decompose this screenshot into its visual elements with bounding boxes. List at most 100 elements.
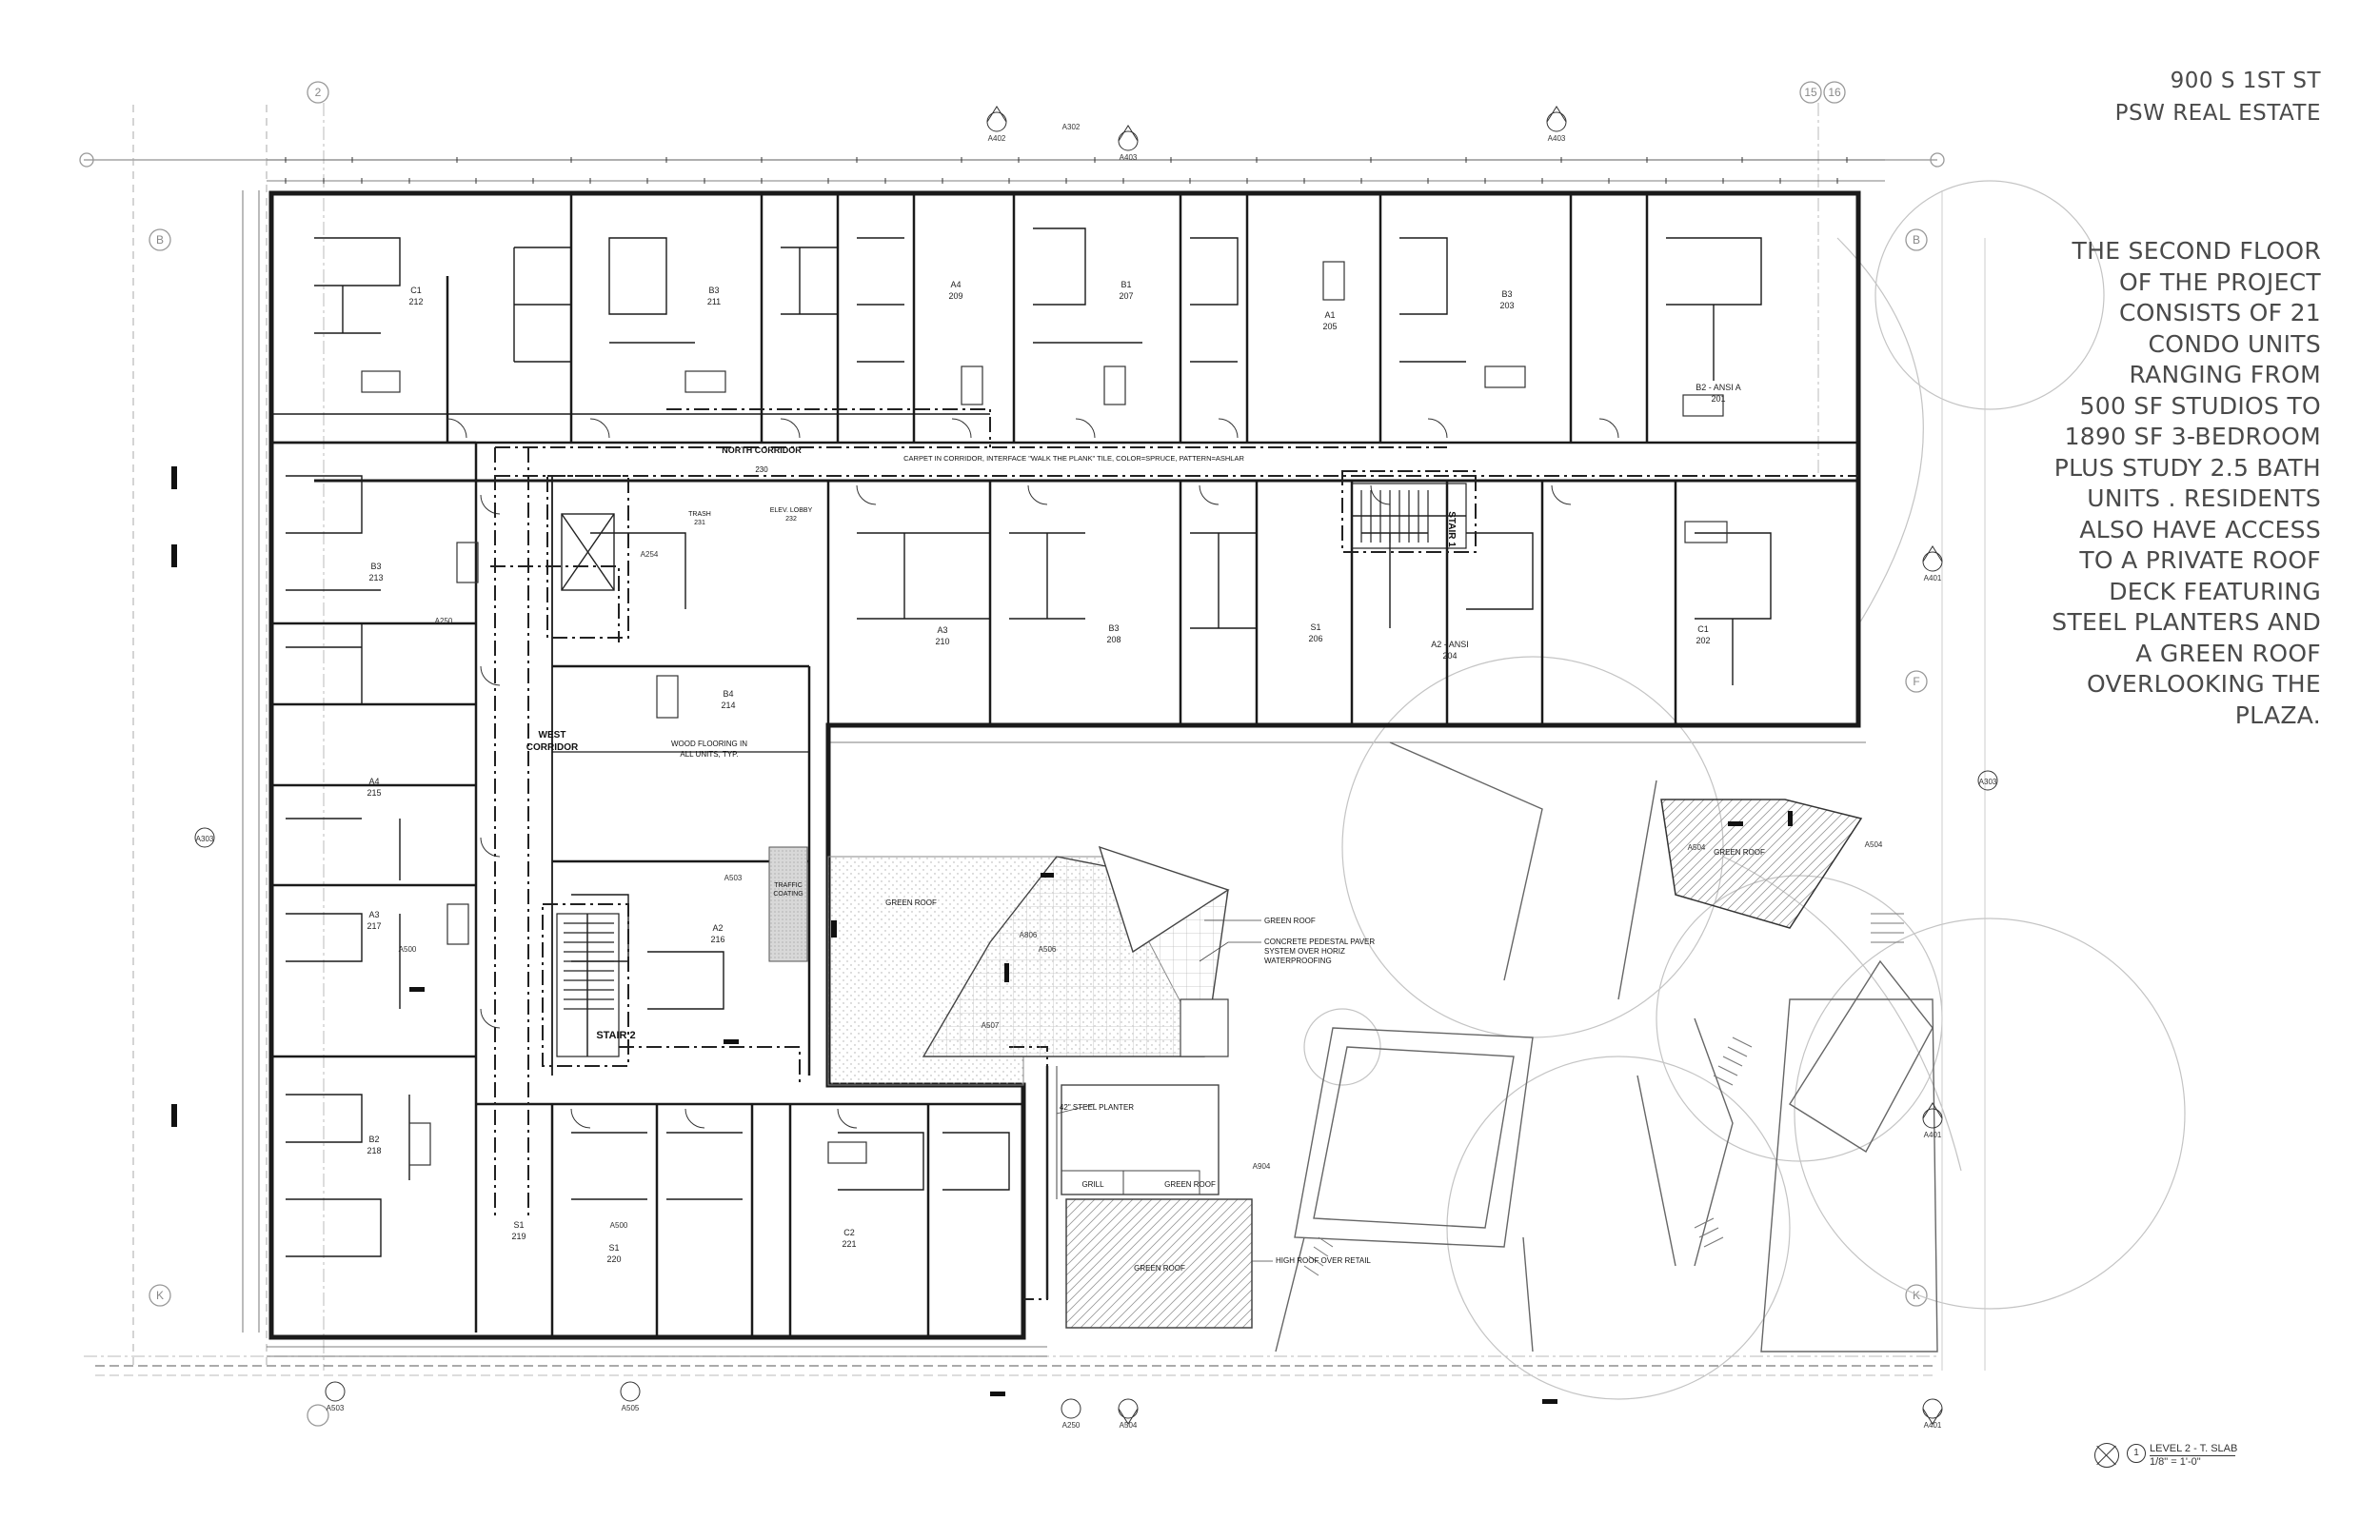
drawing-title: LEVEL 2 - T. SLAB — [2150, 1443, 2238, 1454]
svg-text:GREEN ROOF: GREEN ROOF — [1134, 1264, 1185, 1273]
svg-text:TRAFFIC: TRAFFIC — [774, 882, 803, 889]
svg-text:A402: A402 — [988, 134, 1006, 143]
svg-text:B: B — [1913, 233, 1920, 247]
unit-type: A4 — [950, 280, 961, 289]
unit-number: 202 — [1696, 636, 1710, 645]
unit-number: 220 — [606, 1254, 621, 1264]
elevator — [561, 513, 615, 591]
svg-text:231: 231 — [694, 520, 705, 526]
stair-2 — [556, 913, 620, 1057]
svg-text:A505: A505 — [622, 1404, 640, 1412]
section-marks — [171, 466, 1793, 1404]
description-line: RANGING FROM — [2129, 361, 2321, 388]
kitchen-islands — [361, 261, 1728, 1166]
unit-number: 214 — [721, 701, 735, 710]
unit-number: 218 — [367, 1146, 381, 1155]
unit-type: B2 — [368, 1135, 379, 1144]
unit-number: 207 — [1119, 291, 1133, 301]
unit-number: 208 — [1106, 635, 1121, 644]
svg-text:A503: A503 — [327, 1404, 345, 1412]
north-arrow-icon — [2094, 1443, 2119, 1468]
svg-text:42" STEEL PLANTER: 42" STEEL PLANTER — [1060, 1103, 1134, 1112]
svg-text:F: F — [1913, 675, 1919, 688]
description-line: ALSO HAVE ACCESS — [2079, 515, 2321, 543]
unit-number: 217 — [367, 921, 381, 931]
description-line: OF THE PROJECT — [2118, 267, 2321, 296]
svg-text:15: 15 — [1804, 86, 1817, 99]
unit-type: A2 — [712, 923, 723, 933]
callout-labels: A402 A302 A403 A403 A401 A401 A401 A303 … — [196, 123, 1997, 1430]
unit-type: C1 — [410, 286, 422, 295]
svg-text:STAIR 2: STAIR 2 — [596, 1030, 635, 1041]
svg-text:WEST: WEST — [539, 730, 566, 740]
unit-number: 215 — [367, 788, 381, 798]
svg-text:STAIR 1: STAIR 1 — [1446, 511, 1457, 547]
svg-text:A504: A504 — [1120, 1421, 1138, 1430]
svg-text:A254: A254 — [641, 550, 659, 559]
unit-type: C1 — [1697, 624, 1709, 634]
description-line: A GREEN ROOF — [2135, 639, 2321, 667]
unit-type: B3 — [370, 562, 381, 571]
adjacent-stairs — [1303, 913, 1904, 1276]
title-underline — [2150, 1455, 2235, 1456]
unit-number: 204 — [1442, 651, 1457, 661]
leaders — [1056, 919, 1273, 1262]
svg-text:COATING: COATING — [773, 891, 803, 898]
description-line: CONSISTS OF 21 — [2118, 299, 2321, 326]
description-line: PLUS STUDY 2.5 BATH — [2053, 453, 2321, 482]
unit-number: 221 — [842, 1239, 856, 1249]
svg-text:ELEV. LOBBY: ELEV. LOBBY — [770, 507, 813, 514]
unit-type: B3 — [708, 286, 719, 295]
svg-text:WOOD FLOORING IN: WOOD FLOORING IN — [671, 740, 747, 748]
description-line: TO A PRIVATE ROOF — [2079, 546, 2321, 574]
svg-text:A403: A403 — [1548, 134, 1566, 143]
description-line: THE SECOND FLOOR — [2072, 237, 2321, 265]
svg-text:A401: A401 — [1924, 574, 1942, 582]
svg-text:A500: A500 — [399, 945, 417, 954]
unit-number: 206 — [1308, 634, 1322, 643]
unit-number: 205 — [1322, 322, 1337, 331]
svg-text:A504: A504 — [1865, 840, 1883, 849]
door-swings — [446, 418, 1619, 1129]
svg-text:A401: A401 — [1924, 1421, 1942, 1430]
svg-text:GREEN ROOF: GREEN ROOF — [1714, 848, 1765, 857]
svg-text:ALL UNITS, TYP.: ALL UNITS, TYP. — [680, 750, 738, 759]
unit-number: 212 — [408, 297, 423, 306]
svg-text:A506: A506 — [1039, 945, 1057, 954]
svg-text:A303: A303 — [196, 835, 214, 843]
unit-type: S1 — [608, 1243, 619, 1253]
description-line: UNITS . RESIDENTS — [2087, 484, 2321, 512]
unit-type: B4 — [723, 689, 733, 699]
drawing-number: 1 — [2127, 1444, 2146, 1463]
unit-number: 211 — [707, 297, 721, 306]
svg-text:CORRIDOR: CORRIDOR — [526, 742, 579, 753]
svg-text:A500: A500 — [610, 1221, 628, 1230]
traffic-coating-area — [768, 846, 808, 962]
unit-number: 219 — [511, 1232, 526, 1241]
svg-text:K: K — [156, 1289, 164, 1302]
fire-rated-corridor-lines — [490, 408, 1858, 1300]
svg-text:CARPET IN CORRIDOR, INTERFACE: CARPET IN CORRIDOR, INTERFACE "WALK THE … — [903, 454, 1244, 463]
unit-number: 213 — [368, 573, 383, 582]
svg-text:GREEN ROOF: GREEN ROOF — [885, 898, 937, 907]
svg-text:K: K — [1913, 1289, 1920, 1302]
svg-text:A403: A403 — [1120, 153, 1138, 162]
unit-type: A4 — [368, 777, 379, 786]
svg-text:A250: A250 — [1062, 1421, 1081, 1430]
description-line: 500 SF STUDIOS TO — [2079, 391, 2321, 420]
svg-text:A250: A250 — [435, 617, 453, 625]
dim-ticks — [285, 157, 1848, 184]
description-line: DECK FEATURING — [2109, 577, 2321, 605]
svg-text:A504: A504 — [1688, 843, 1706, 852]
svg-text:GRILL: GRILL — [1081, 1180, 1104, 1189]
project-description: THE SECOND FLOOR OF THE PROJECT CONSISTS… — [2007, 236, 2321, 731]
dimension-strings — [242, 159, 1885, 1357]
svg-text:HIGH ROOF OVER RETAIL: HIGH ROOF OVER RETAIL — [1276, 1256, 1371, 1265]
roof-deck — [827, 845, 1253, 1329]
svg-text:NORTH CORRIDOR: NORTH CORRIDOR — [722, 445, 802, 455]
svg-text:A302: A302 — [1062, 123, 1081, 131]
project-address: 900 S 1ST ST — [2170, 69, 2321, 93]
unit-type: B1 — [1121, 280, 1131, 289]
project-header: 900 S 1ST ST PSW REAL ESTATE — [2115, 65, 2321, 129]
grid-lines — [84, 103, 1937, 1371]
